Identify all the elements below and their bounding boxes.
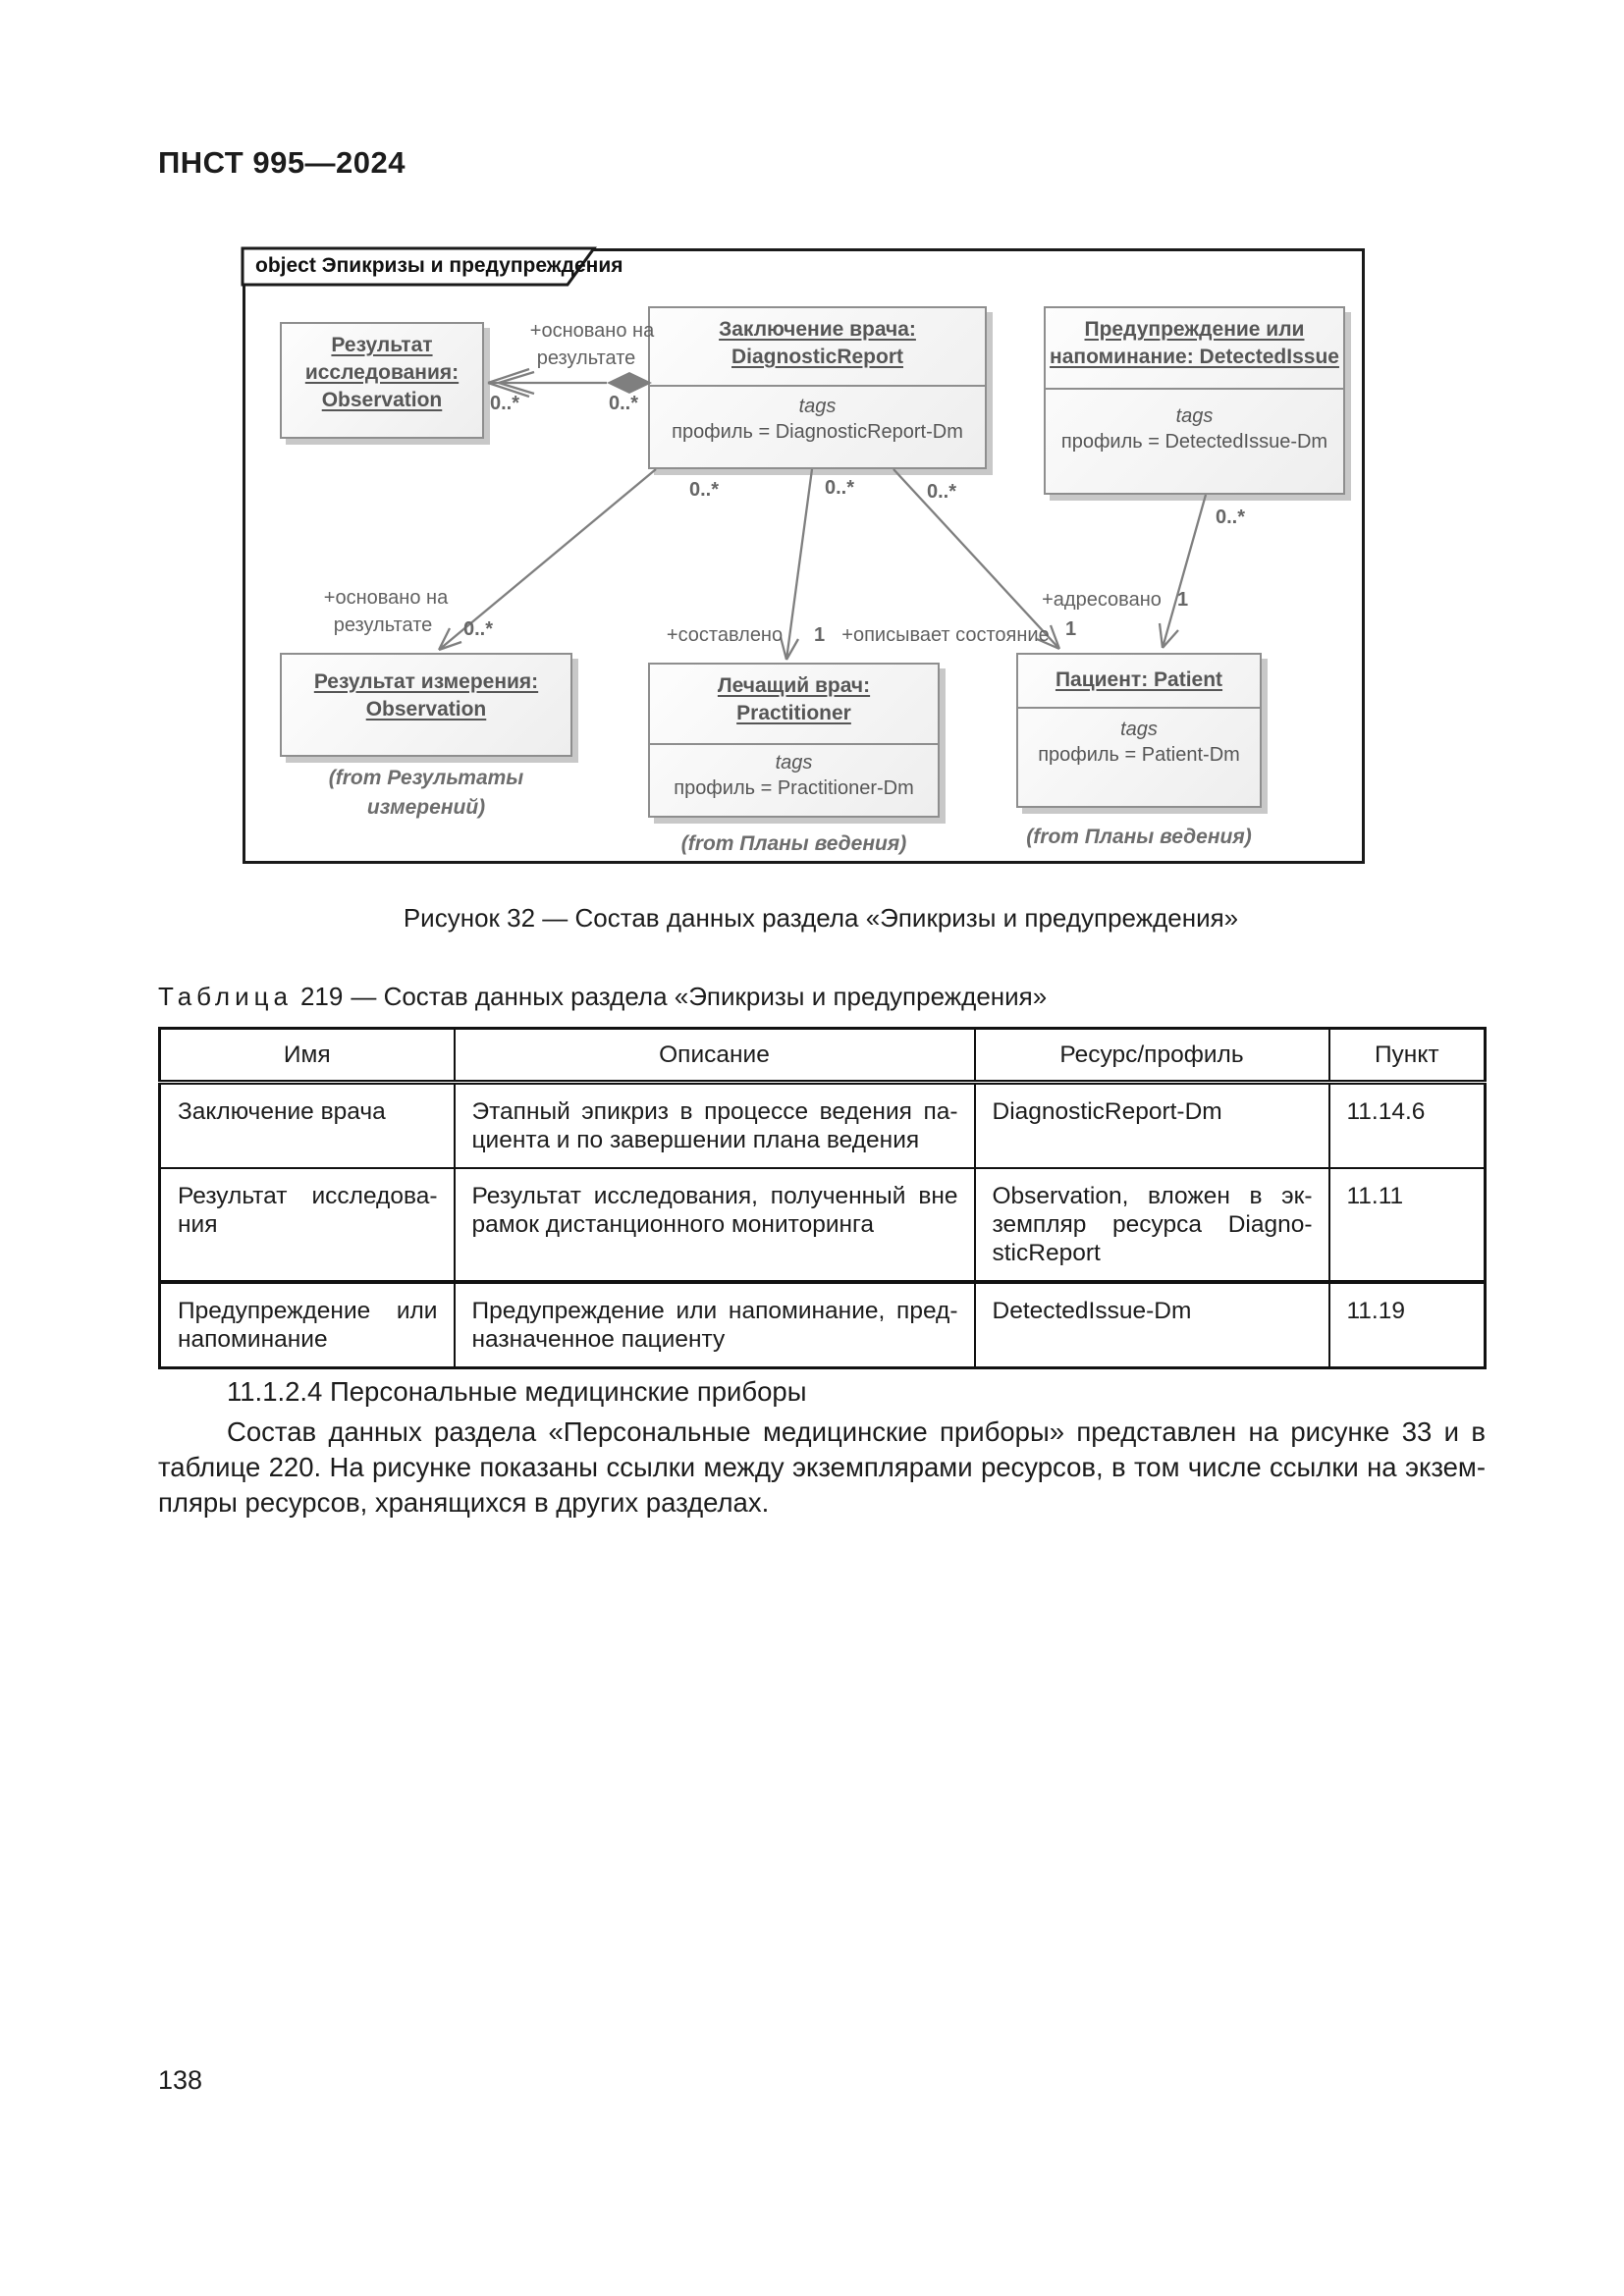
table-title-label: Таблица [158,982,293,1011]
table-title-number: 219 [299,982,344,1011]
cell-name: Результат исследова-ния [158,1167,456,1284]
edge-label-addressed: +адресовано [1042,589,1162,611]
uml-note-observation-measurement: (from Результаты измерений) [328,767,524,819]
multiplicity-diagnostic-report-left: 0..* [609,393,639,414]
multiplicity-patient-addressed: 1 [1177,589,1189,611]
cell-name: Заключение врача [158,1081,456,1169]
uml-node-tags: tags профиль = Patient-Dm [1018,707,1260,806]
uml-node-title: Результат измерения: Observation [313,670,539,721]
uml-node-title: Заключение врача: DiagnosticReport [719,318,916,368]
multiplicity-observation-research: 0..* [490,393,520,414]
multiplicity-observation-measurement: 0..* [463,618,494,640]
cell-resource: DiagnosticReport-Dm [973,1081,1330,1169]
table-row: Заключение врача Этапный эпикриз в проце… [158,1081,1487,1169]
cell-resource: Observation, вложен в эк-земпляр ресурса… [973,1167,1330,1284]
uml-node-title: Предупреждение или напоминание: Detected… [1050,318,1339,368]
uml-frame-label: object Эпикризы и предупреждения [255,254,623,277]
edge-label-based-on-bottom-1: +основано на [323,587,449,609]
cell-description: Этапный эпикриз в процессе ведения па-ци… [453,1081,976,1169]
multiplicity-dr-to-patient: 0..* [927,481,957,503]
table-header-row: Имя Описание Ресурс/профиль Пункт [158,1027,1487,1085]
table-row: Результат исследова-ния Результат исслед… [158,1167,1487,1284]
body-paragraph: Состав данных раздела «Персональные меди… [158,1416,1486,1518]
edge-label-composed: +составлено [666,624,784,646]
edge-label-describes: +описывает состояние [841,624,1050,646]
uml-node-observation-research: Результат исследования: Observation [280,322,484,439]
cell-resource: DetectedIssue-Dm [973,1281,1330,1369]
cell-description: Предупреждение или напоминание, пред-наз… [453,1281,976,1369]
uml-node-tags: tags профиль = DetectedIssue-Dm [1046,388,1343,493]
cell-clause: 11.19 [1327,1281,1487,1369]
cell-clause: 11.11 [1327,1167,1487,1284]
uml-node-title: Лечащий врач: Practitioner [717,674,871,724]
uml-node-patient: Пациент: Patient tags профиль = Patient-… [1016,653,1262,808]
column-header-clause: Пункт [1327,1027,1487,1085]
column-header-description: Описание [453,1027,976,1085]
table-title-rest: — Состав данных раздела «Эпикризы и пред… [351,982,1048,1011]
uml-node-observation-measurement: Результат измерения: Observation [280,653,572,757]
multiplicity-dr-to-measurement: 0..* [689,479,720,501]
edge-label-based-on-bottom-2: результате [333,614,433,636]
page-number: 138 [158,2065,203,2095]
uml-node-diagnostic-report: Заключение врача: DiagnosticReport tags … [648,306,987,469]
cell-clause: 11.14.6 [1327,1081,1487,1169]
uml-node-title: Пациент: Patient [1055,668,1223,691]
multiplicity-patient-describes: 1 [1065,618,1077,640]
column-header-name: Имя [158,1027,456,1085]
uml-note-practitioner: (from Планы ведения) [680,832,907,855]
uml-node-detected-issue: Предупреждение или напоминание: Detected… [1044,306,1345,495]
multiplicity-detected-issue: 0..* [1216,507,1246,528]
standard-code: ПНСТ 995—2024 [158,145,406,180]
uml-note-patient: (from Планы ведения) [1026,826,1252,848]
multiplicity-dr-to-practitioner: 0..* [825,477,855,499]
edge-label-based-on-top-1: +основано на [529,320,655,342]
column-header-resource: Ресурс/профиль [973,1027,1330,1085]
multiplicity-practitioner: 1 [814,624,826,646]
section-heading: 11.1.2.4 Персональные медицинские прибор… [227,1376,807,1407]
uml-node-tags: tags профиль = Practitioner-Dm [650,743,938,818]
uml-node-tags: tags профиль = DiagnosticReport-Dm [650,385,985,467]
figure-caption: Рисунок 32 — Состав данных раздела «Эпик… [403,903,1239,933]
data-table: Имя Описание Ресурс/профиль Пункт Заключ… [158,1027,1487,1369]
uml-node-practitioner: Лечащий врач: Practitioner tags профиль … [648,663,940,818]
edge-label-based-on-top-2: результате [536,347,636,369]
uml-node-title: Результат исследования: Observation [304,334,460,411]
